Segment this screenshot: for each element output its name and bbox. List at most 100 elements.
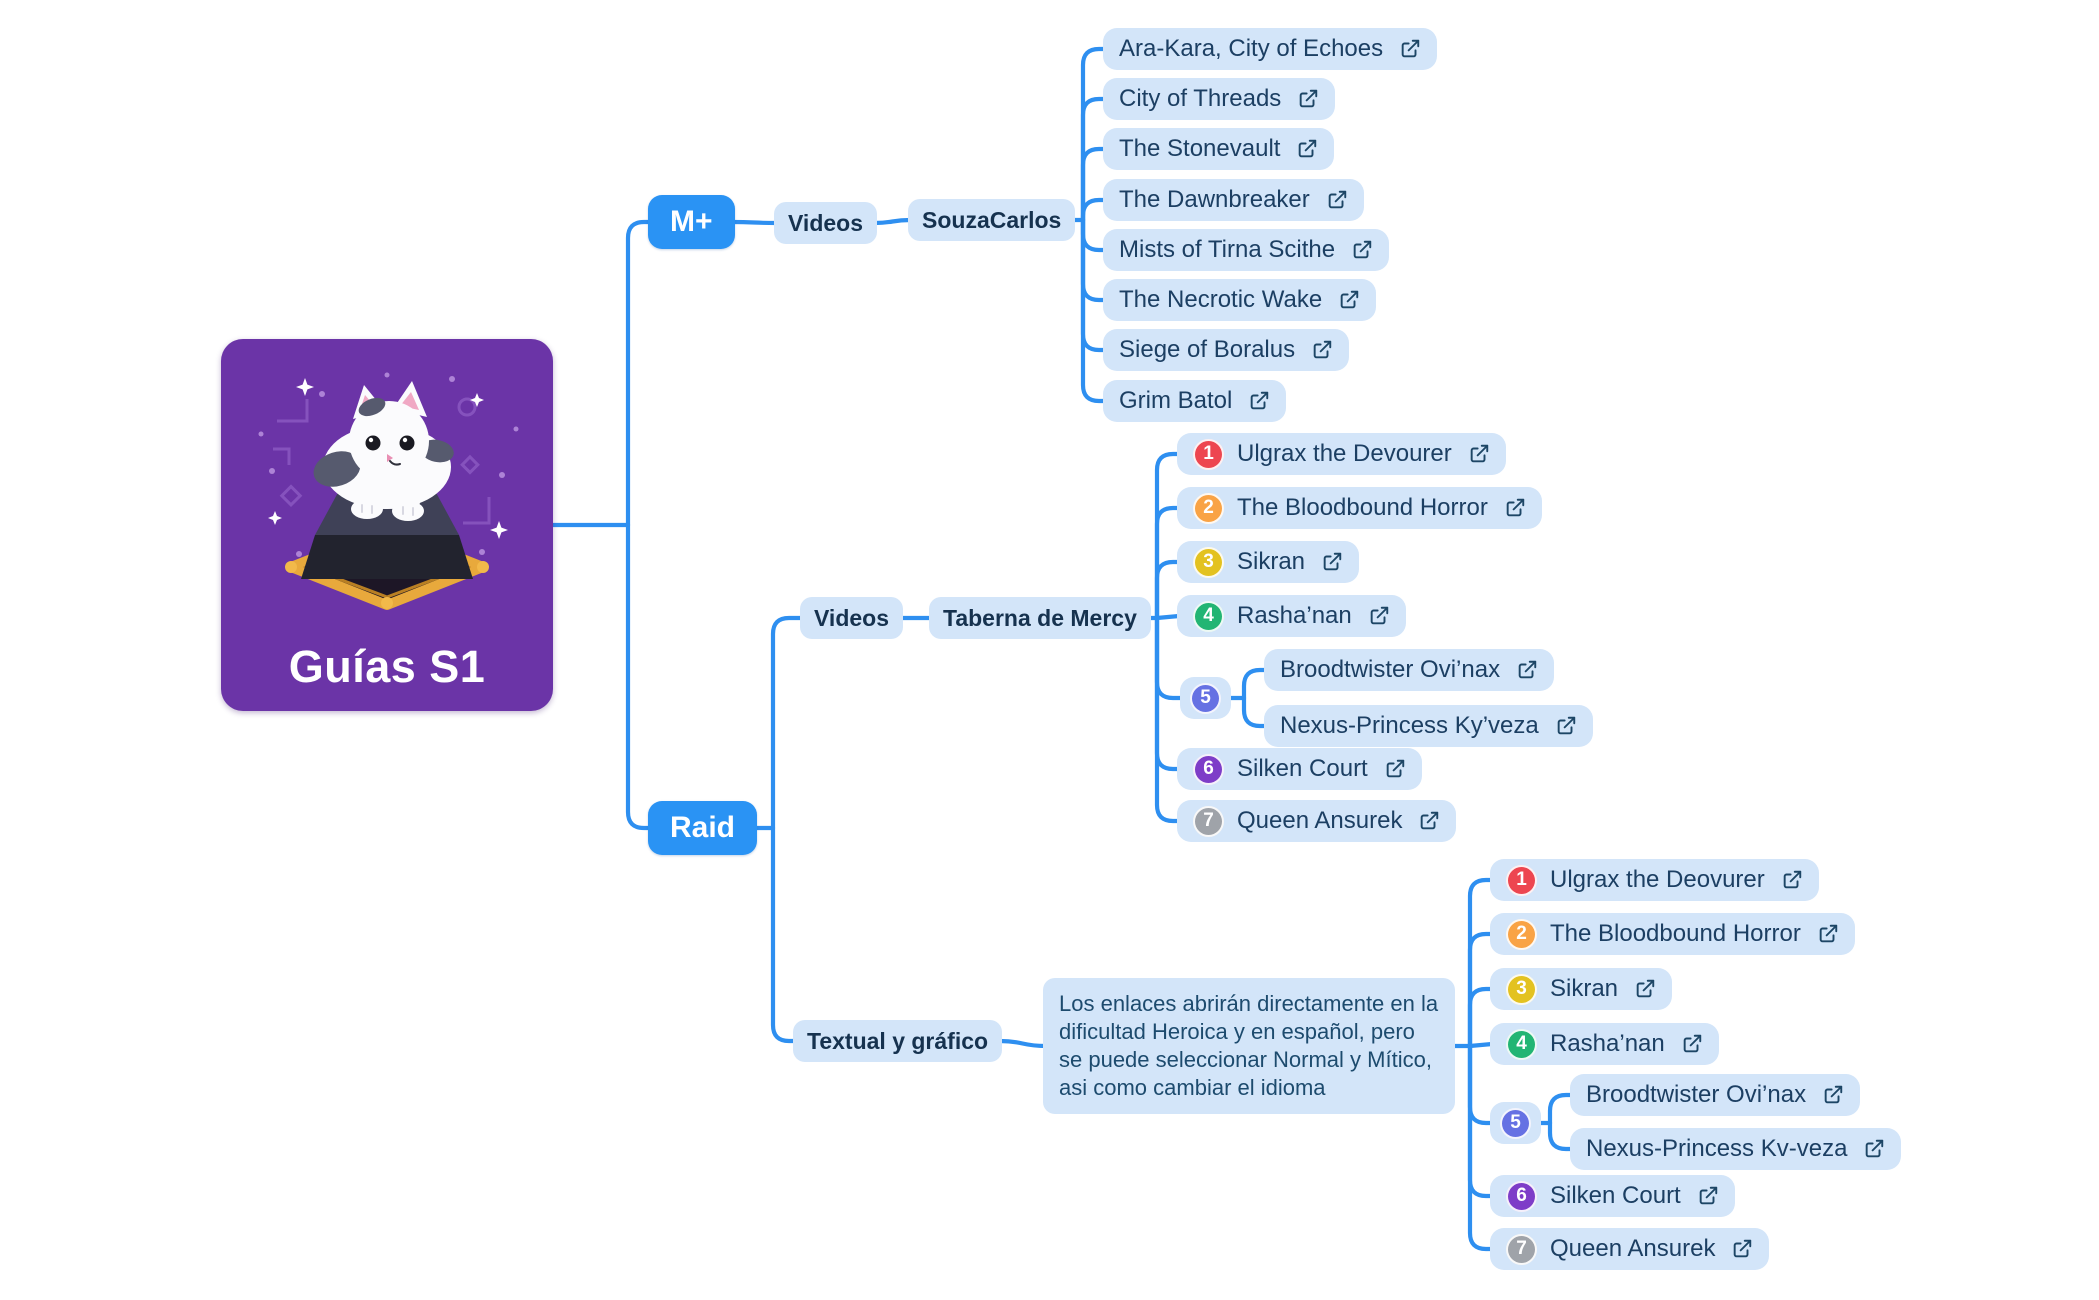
boss-number-badge: 5 [1190, 682, 1221, 714]
branch-label: M+ [670, 205, 713, 238]
boss-item[interactable]: 4 Rasha’nan [1177, 595, 1406, 637]
external-link-icon[interactable] [1781, 869, 1803, 891]
dungeon-label: Ara-Kara, City of Echoes [1119, 35, 1384, 62]
node-raid-videos[interactable]: Videos [800, 597, 903, 639]
external-link-icon[interactable] [1321, 551, 1343, 573]
external-link-icon[interactable] [1863, 1138, 1885, 1160]
note-block[interactable]: Los enlaces abrirán directamente en la d… [1043, 978, 1455, 1114]
dungeon-item[interactable]: City of Threads [1103, 78, 1336, 120]
node-mplus-videos[interactable]: Videos [774, 202, 877, 244]
dungeon-item[interactable]: Mists of Tirna Scithe [1103, 229, 1390, 271]
boss-label: Ulgrax the Deovurer [1550, 866, 1765, 893]
external-link-icon[interactable] [1418, 810, 1440, 832]
boss-number-badge: 6 [1193, 753, 1224, 785]
boss-item[interactable]: 6 Silken Court [1490, 1175, 1735, 1217]
boss-label: Rasha’nan [1550, 1030, 1665, 1057]
external-link-icon[interactable] [1516, 659, 1538, 681]
branch-node-mplus[interactable]: M+ [648, 195, 735, 249]
boss-item[interactable]: 7 Queen Ansurek [1177, 800, 1457, 842]
external-link-icon[interactable] [1817, 923, 1839, 945]
external-link-icon[interactable] [1296, 138, 1318, 160]
dungeon-item[interactable]: The Dawnbreaker [1103, 179, 1364, 221]
boss-label: Queen Ansurek [1550, 1235, 1716, 1262]
dungeon-item[interactable]: The Stonevault [1103, 128, 1335, 170]
dungeon-label: City of Threads [1119, 85, 1282, 112]
external-link-icon[interactable] [1634, 978, 1656, 1000]
root-title: Guías S1 [288, 641, 486, 692]
external-link-icon[interactable] [1504, 497, 1526, 519]
boss-label: Broodtwister Ovi’nax [1586, 1081, 1807, 1108]
boss-item[interactable]: 4 Rasha’nan [1490, 1023, 1719, 1065]
dungeon-item[interactable]: Siege of Boralus [1103, 329, 1350, 371]
external-link-icon[interactable] [1338, 289, 1360, 311]
dungeon-label: Grim Batol [1119, 387, 1233, 414]
node-label: Videos [814, 604, 889, 631]
node-label: Videos [788, 209, 863, 236]
boss-label: Nexus-Princess Ky’veza [1280, 712, 1539, 739]
dungeon-label: Mists of Tirna Scithe [1119, 236, 1336, 263]
boss-item[interactable]: Broodtwister Ovi’nax [1570, 1074, 1861, 1116]
dungeon-label: The Necrotic Wake [1119, 286, 1323, 313]
boss-label: Silken Court [1237, 755, 1368, 782]
boss-item[interactable]: 7 Queen Ansurek [1490, 1228, 1770, 1270]
boss-number-badge: 2 [1193, 492, 1224, 524]
boss-item[interactable]: 2 The Bloodbound Horror [1490, 913, 1855, 955]
boss-number-badge: 6 [1506, 1180, 1537, 1212]
boss-label: Rasha’nan [1237, 602, 1352, 629]
boss-number-badge: 3 [1506, 973, 1537, 1005]
dungeon-label: The Dawnbreaker [1119, 186, 1310, 213]
dungeon-item[interactable]: Grim Batol [1103, 380, 1287, 422]
dungeon-item[interactable]: The Necrotic Wake [1103, 279, 1377, 321]
external-link-icon[interactable] [1555, 715, 1577, 737]
boss-number-badge: 5 [1500, 1107, 1531, 1139]
external-link-icon[interactable] [1311, 339, 1333, 361]
boss-item[interactable]: 3 Sikran [1177, 541, 1360, 583]
boss-label: The Bloodbound Horror [1550, 920, 1801, 947]
external-link-icon[interactable] [1468, 443, 1490, 465]
external-link-icon[interactable] [1399, 38, 1421, 60]
boss-item[interactable]: 3 Sikran [1490, 968, 1673, 1010]
branch-label: Raid [670, 811, 736, 844]
node-textual-y-grafico[interactable]: Textual y gráfico [793, 1020, 1003, 1062]
boss-group-5[interactable]: 5 [1490, 1102, 1541, 1144]
boss-number-badge: 1 [1506, 864, 1537, 896]
boss-number-badge: 7 [1193, 805, 1224, 837]
boss-label: The Bloodbound Horror [1237, 494, 1488, 521]
external-link-icon[interactable] [1681, 1033, 1703, 1055]
node-souzacarlos[interactable]: SouzaCarlos [908, 199, 1076, 241]
external-link-icon[interactable] [1697, 1185, 1719, 1207]
root-node[interactable]: Guías S1 [221, 339, 553, 711]
boss-item[interactable]: 1 Ulgrax the Deovurer [1490, 859, 1819, 901]
note-text: Los enlaces abrirán directamente en la d… [1059, 991, 1439, 1100]
boss-item[interactable]: 6 Silken Court [1177, 748, 1422, 790]
external-link-icon[interactable] [1326, 189, 1348, 211]
boss-item[interactable]: 2 The Bloodbound Horror [1177, 487, 1542, 529]
boss-label: Queen Ansurek [1237, 807, 1403, 834]
external-link-icon[interactable] [1822, 1084, 1844, 1106]
node-label: SouzaCarlos [922, 206, 1062, 233]
external-link-icon[interactable] [1351, 239, 1373, 261]
boss-number-badge: 3 [1193, 546, 1224, 578]
boss-item[interactable]: Nexus-Princess Kv-veza [1570, 1128, 1902, 1170]
boss-label: Sikran [1550, 975, 1619, 1002]
boss-item[interactable]: 1 Ulgrax the Devourer [1177, 433, 1506, 475]
dungeon-label: The Stonevault [1119, 135, 1281, 162]
dungeon-item[interactable]: Ara-Kara, City of Echoes [1103, 28, 1438, 70]
node-taberna-de-mercy[interactable]: Taberna de Mercy [929, 597, 1151, 639]
external-link-icon[interactable] [1297, 88, 1319, 110]
boss-number-badge: 7 [1506, 1233, 1537, 1265]
boss-label: Nexus-Princess Kv-veza [1586, 1135, 1848, 1162]
external-link-icon[interactable] [1731, 1238, 1753, 1260]
external-link-icon[interactable] [1248, 390, 1270, 412]
boss-number-badge: 4 [1193, 600, 1224, 632]
external-link-icon[interactable] [1368, 605, 1390, 627]
boss-group-5[interactable]: 5 [1180, 677, 1231, 719]
boss-item[interactable]: Broodtwister Ovi’nax [1264, 649, 1555, 691]
boss-label: Broodtwister Ovi’nax [1280, 656, 1501, 683]
boss-item[interactable]: Nexus-Princess Ky’veza [1264, 705, 1593, 747]
external-link-icon[interactable] [1384, 758, 1406, 780]
branch-node-raid[interactable]: Raid [648, 801, 758, 855]
node-label: Textual y gráfico [807, 1027, 989, 1054]
boss-label: Sikran [1237, 548, 1306, 575]
